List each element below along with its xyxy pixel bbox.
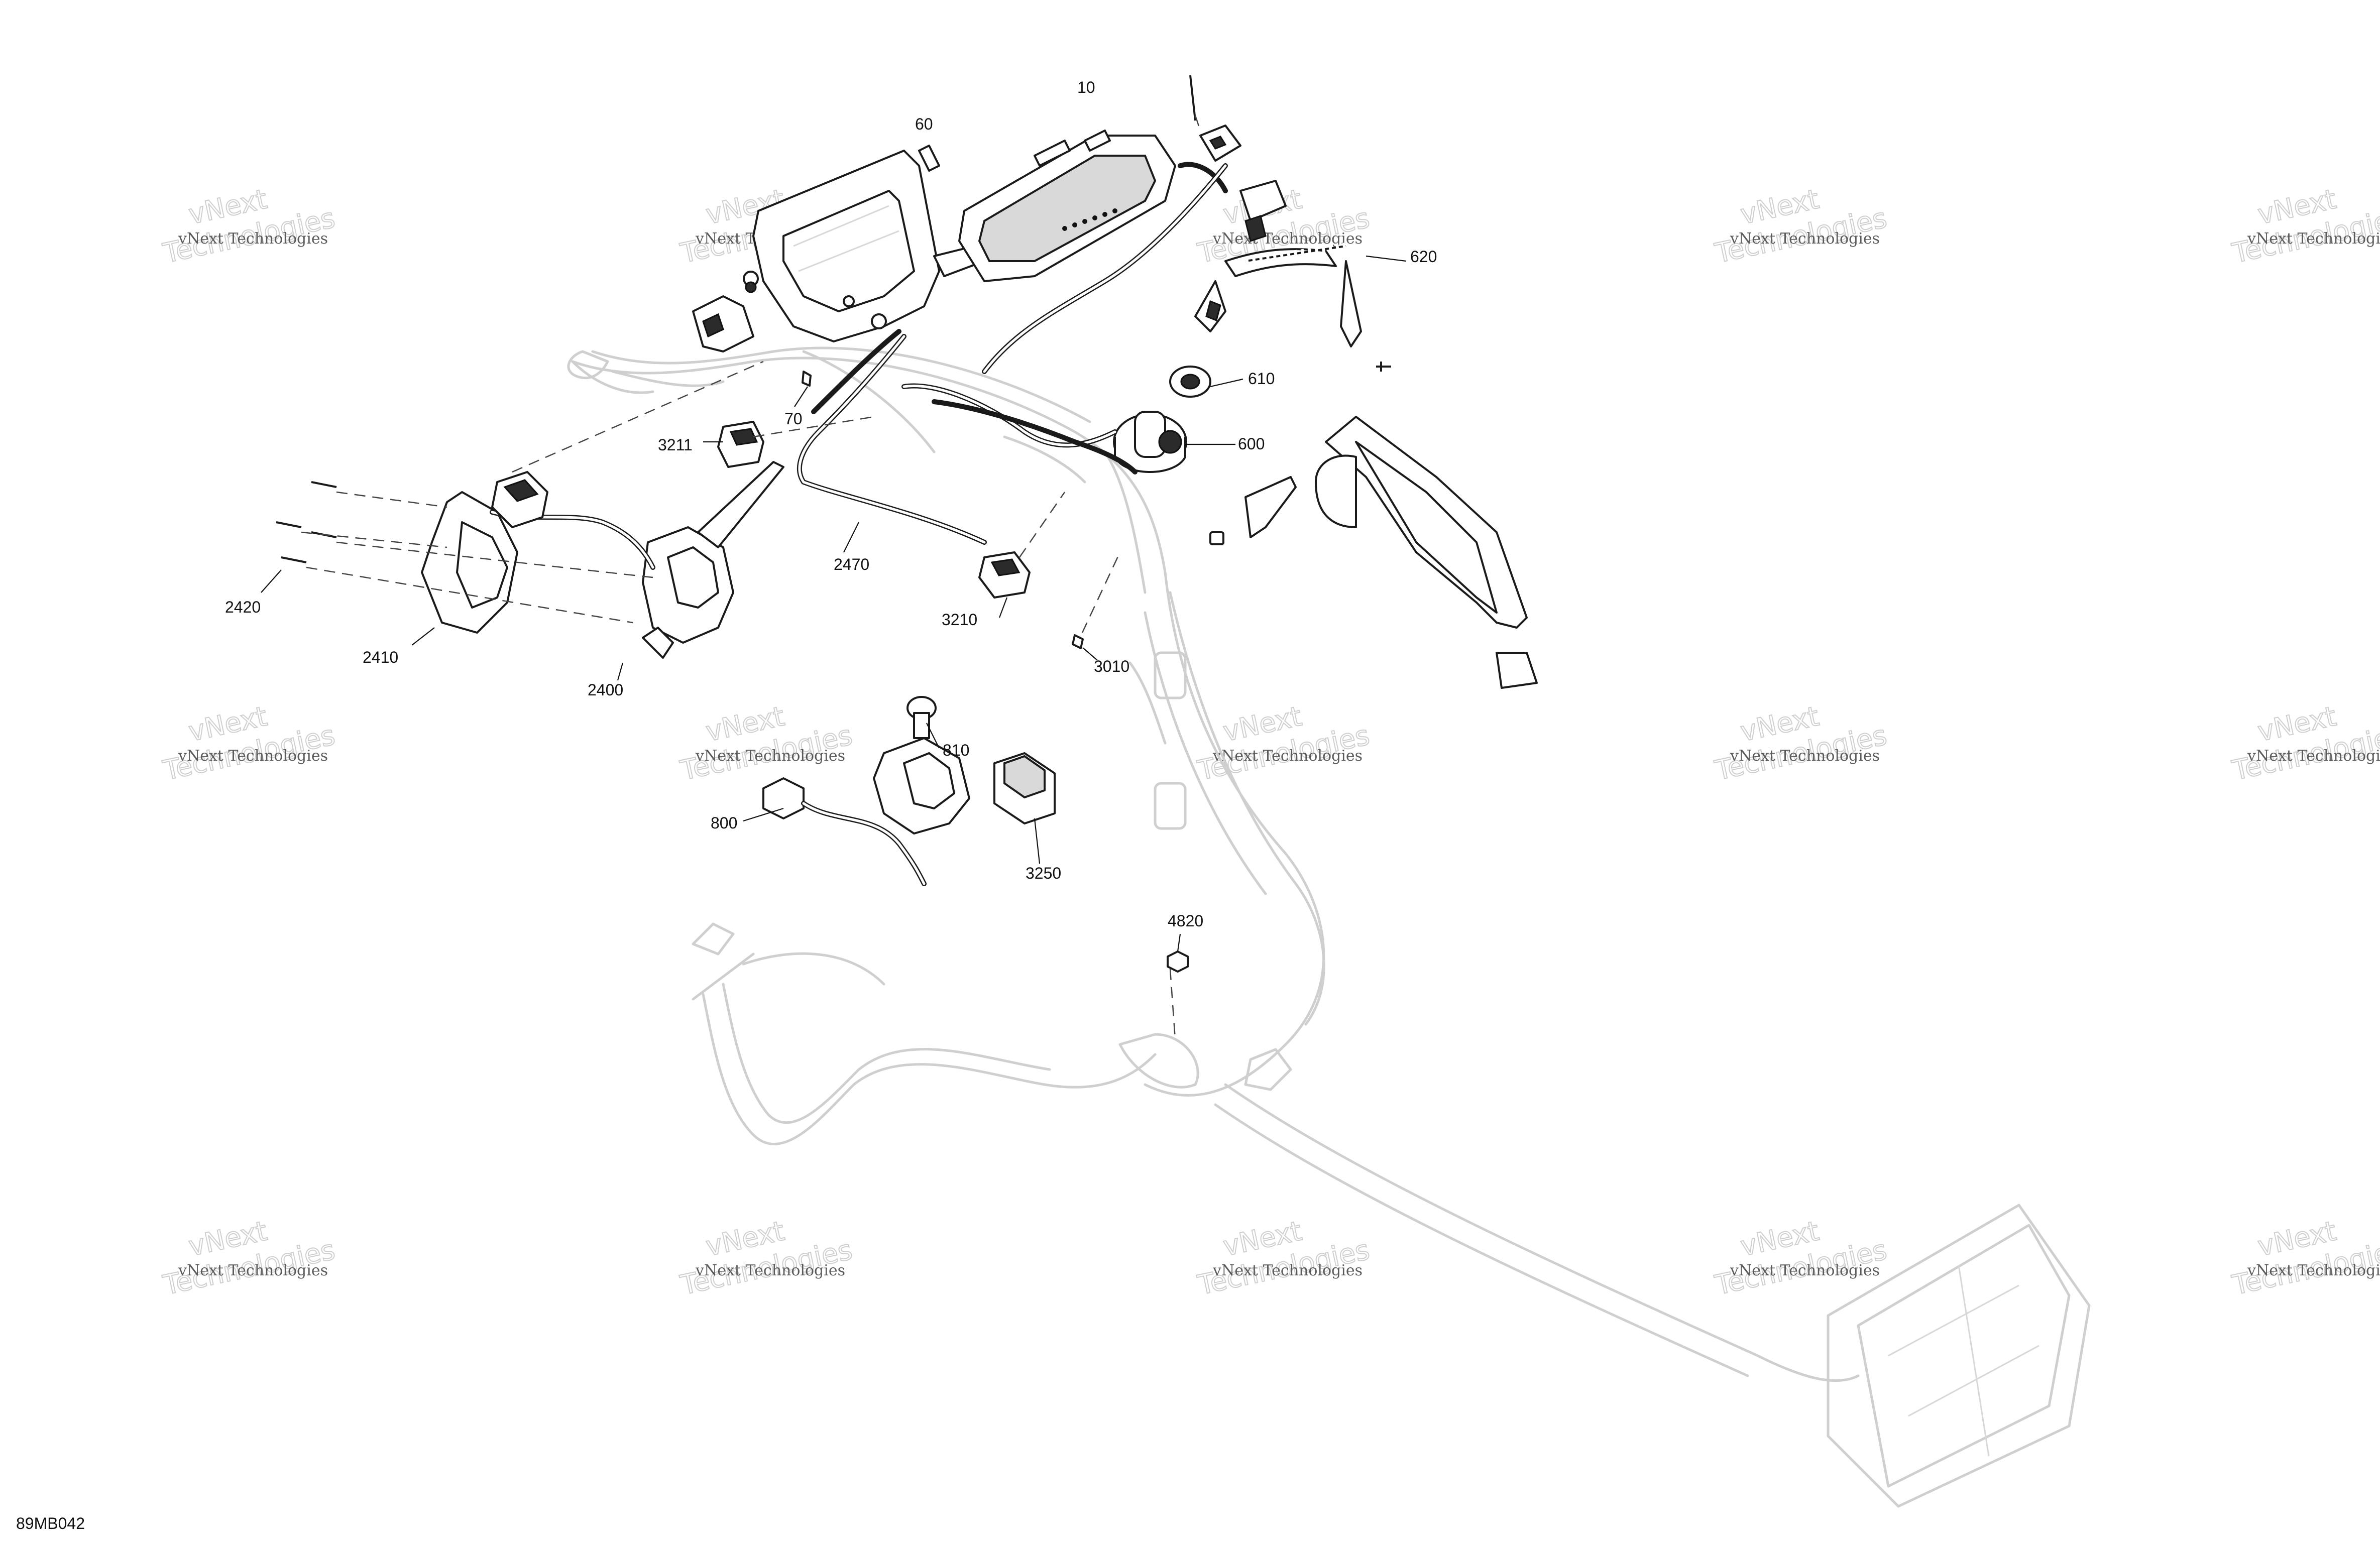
callout-2400: 2400 xyxy=(588,681,623,699)
watermark-text: vNext Technologies xyxy=(2247,747,2380,765)
part-2410-switch-housing xyxy=(411,491,518,646)
callout-60: 60 xyxy=(915,115,933,133)
watermark-text: vNext Technologies xyxy=(1212,747,1363,765)
callout-2410: 2410 xyxy=(363,648,398,666)
part-3211-connector xyxy=(703,421,764,468)
watermark-text: vNext Technologies xyxy=(2247,230,2380,248)
callout-4820: 4820 xyxy=(1168,912,1203,930)
part-4820-nut xyxy=(1167,933,1189,973)
part-810-actuator xyxy=(873,696,970,835)
callout-3210: 3210 xyxy=(942,611,977,629)
part-2420-screws xyxy=(261,481,337,593)
part-600-ignition-switch xyxy=(1113,411,1235,473)
watermark-text: vNext Technologies xyxy=(1730,1262,1880,1279)
part-800-sensor xyxy=(743,777,927,886)
ghost-frame xyxy=(567,346,2091,1508)
callout-810: 810 xyxy=(943,741,969,759)
callout-10: 10 xyxy=(1077,78,1095,96)
callout-labels: 10 60 70 600 610 620 800 810 2400 2410 2… xyxy=(225,78,1437,930)
part-610-grommet xyxy=(1169,366,1243,398)
watermark-text: vNext Technologies xyxy=(178,230,328,248)
callout-3010: 3010 xyxy=(1094,657,1129,675)
callout-2420: 2420 xyxy=(225,598,261,616)
part-2400-switch xyxy=(490,461,784,681)
alignment-dashes xyxy=(301,115,1201,1040)
watermark-text: vNext Technologies xyxy=(178,1262,328,1279)
callout-70: 70 xyxy=(784,410,803,428)
electronic-control-module xyxy=(1209,362,1538,689)
part-60-bezel xyxy=(752,145,985,342)
part-3010-screw xyxy=(1072,634,1098,661)
callout-3250: 3250 xyxy=(1026,864,1061,882)
cluster-indicator-dots xyxy=(1062,208,1117,231)
callout-3211: 3211 xyxy=(658,436,693,454)
part-3210-connector xyxy=(978,551,1031,618)
bezel-connector xyxy=(692,271,759,352)
callout-610: 610 xyxy=(1248,370,1275,388)
watermark-text: vNext Technologies xyxy=(695,1262,845,1279)
callout-600: 600 xyxy=(1238,435,1265,453)
watermark-text: vNext Technologies xyxy=(1212,1262,1363,1279)
watermark-text: vNext Technologies xyxy=(2247,1262,2380,1279)
watermark-text: vNext Technologies xyxy=(1212,230,1363,248)
callout-620: 620 xyxy=(1410,248,1437,266)
watermark-text: vNext Technologies xyxy=(695,747,845,765)
reference-code: 89MB042 xyxy=(16,1514,85,1532)
main-harness-cable xyxy=(901,383,1138,474)
part-3250-rocker-switch xyxy=(993,752,1056,864)
part-70-screw xyxy=(794,371,812,407)
watermark-text: vNext Technologies xyxy=(1730,747,1880,765)
watermark-text: vNext Technologies xyxy=(178,747,328,765)
part-10-instrument-cluster xyxy=(958,130,1176,282)
part-620-harness xyxy=(982,75,1407,374)
callout-800: 800 xyxy=(711,814,737,832)
part-2470-cable-sleeve xyxy=(797,329,987,553)
coiled-lead xyxy=(1244,243,1347,265)
watermark-text: vNext Technologies xyxy=(1730,230,1880,248)
callout-2470: 2470 xyxy=(834,555,869,573)
